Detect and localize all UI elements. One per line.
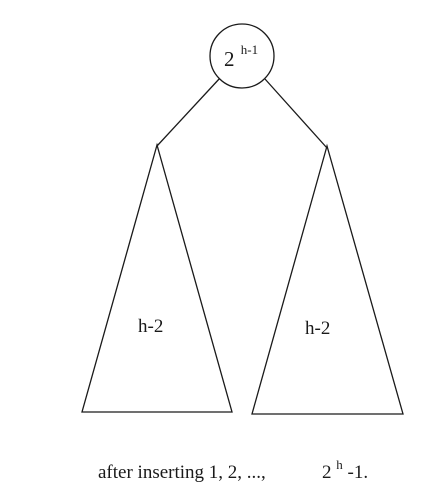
right-subtree-label: h-2 [305,318,330,339]
caption: after inserting 1, 2, ..., 2 h -1. [98,453,368,483]
caption-value-base: 2 [322,462,332,483]
caption-text: after inserting 1, 2, ..., [98,462,266,483]
right-subtree-triangle [251,143,404,415]
left-edge [156,77,221,147]
right-subtree: h-2 [251,143,404,415]
root-label-base: 2 [224,47,235,71]
right-edge [264,78,328,149]
root-circle [209,23,275,89]
caption-value-exponent: h [336,457,343,472]
root-label-exponent: h-1 [241,42,258,57]
root-label: 2 h-1 [224,42,258,71]
caption-value-suffix: -1. [348,462,369,483]
left-subtree-triangle [81,142,233,413]
left-subtree-label: h-2 [138,316,163,337]
left-subtree: h-2 [81,142,233,413]
root-node: 2 h-1 [209,23,275,89]
caption-value: 2 h -1. [322,453,368,483]
